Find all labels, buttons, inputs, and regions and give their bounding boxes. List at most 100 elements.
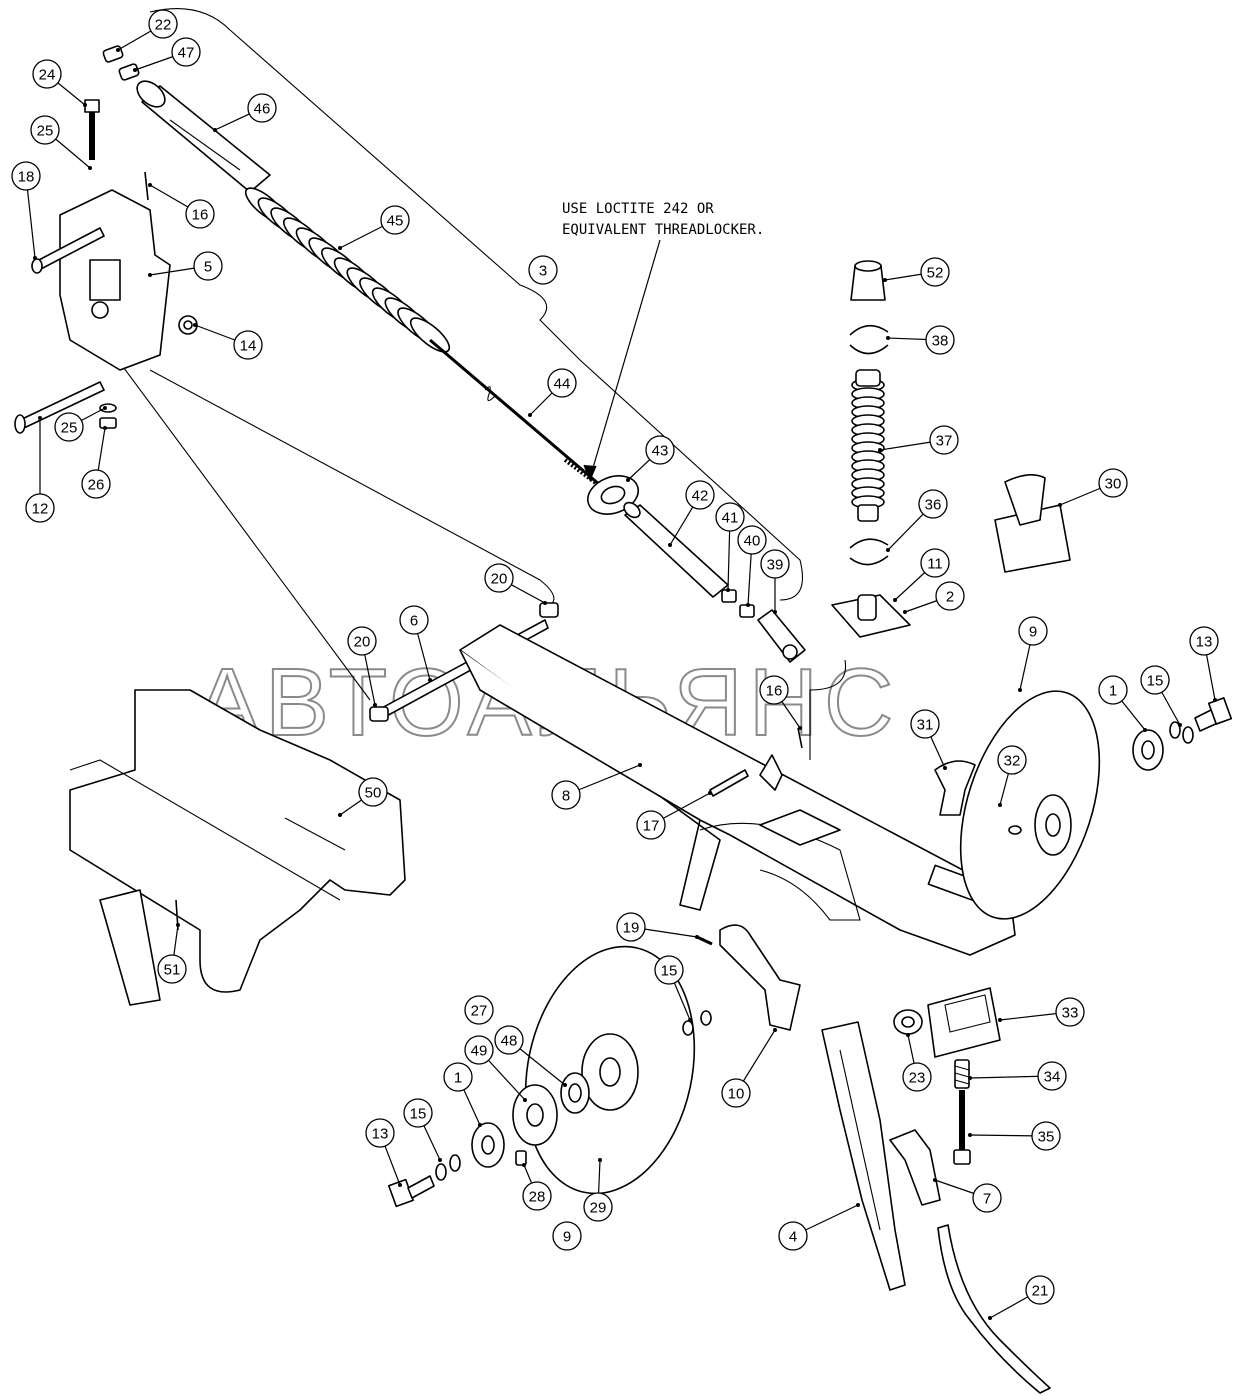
callout-bubble xyxy=(918,489,948,519)
callout-label: 15 xyxy=(410,1106,427,1123)
callout-label: 18 xyxy=(18,169,35,186)
callout-36: 36 xyxy=(886,489,948,552)
callout-bubble xyxy=(929,425,959,455)
callout-28: 28 xyxy=(522,1163,552,1211)
callout-arrowhead xyxy=(83,103,87,107)
callout-14: 14 xyxy=(193,323,263,360)
part-9-disc-left xyxy=(524,945,696,1195)
callout-arrowhead xyxy=(88,166,92,170)
part-24-bolt xyxy=(84,99,100,160)
callout-arrowhead xyxy=(773,610,777,614)
callout-label: 36 xyxy=(925,497,942,514)
callout-label: 5 xyxy=(204,259,212,276)
part-9-disc-right xyxy=(959,690,1101,920)
part-10-scraper xyxy=(719,924,801,1031)
callout-bubble xyxy=(972,1183,1002,1213)
callout-arrowhead xyxy=(968,1076,972,1080)
callout-bubble xyxy=(157,954,187,984)
part-7-bracket xyxy=(889,1129,941,1206)
callout-label: 23 xyxy=(909,1070,926,1087)
part-15-washers-right xyxy=(1169,721,1194,744)
part-18-pin xyxy=(31,227,105,274)
callout-bubble xyxy=(1031,1121,1061,1151)
callout-34: 34 xyxy=(968,1061,1067,1091)
callout-label: 30 xyxy=(1105,476,1122,493)
callout-31: 31 xyxy=(910,709,947,770)
callout-bubble xyxy=(380,205,410,235)
callout-label: 48 xyxy=(501,1033,518,1050)
callout-arrowhead xyxy=(543,601,547,605)
part-21-tine xyxy=(937,1224,1051,1394)
part-39-clevis xyxy=(757,609,806,663)
callout-label: 16 xyxy=(766,683,783,700)
part-48-bearing xyxy=(560,1072,590,1114)
callout-arrowhead xyxy=(695,935,699,939)
callout-44: 44 xyxy=(528,368,577,417)
callout-46: 46 xyxy=(213,93,277,132)
callout-17: 17 xyxy=(636,791,712,840)
callout-9: 9 xyxy=(552,1221,582,1251)
callout-arrowhead xyxy=(1178,723,1182,727)
callout-bubble xyxy=(54,412,84,442)
part-33-block xyxy=(927,987,1001,1058)
callout-label: 37 xyxy=(936,433,953,450)
callout-bubble xyxy=(760,549,790,579)
callout-label: 45 xyxy=(387,213,404,230)
callout-32: 32 xyxy=(997,745,1027,807)
callout-arrowhead xyxy=(668,543,672,547)
callout-bubble xyxy=(247,93,277,123)
part-2-plate xyxy=(831,594,911,638)
callout-bubble xyxy=(528,255,558,285)
callout-label: 42 xyxy=(692,488,709,505)
callout-label: 14 xyxy=(240,338,257,355)
callout-13: 13 xyxy=(365,1118,402,1187)
callout-47: 47 xyxy=(133,37,201,72)
part-26-nut xyxy=(99,417,117,429)
callout-arrowhead xyxy=(103,426,107,430)
callout-label: 31 xyxy=(917,717,934,734)
callout-arrowhead xyxy=(998,1018,1002,1022)
callout-bubble xyxy=(399,605,429,635)
callout-11: 11 xyxy=(893,548,950,602)
callout-label: 34 xyxy=(1044,1069,1061,1086)
callout-label: 43 xyxy=(652,443,669,460)
callout-12: 12 xyxy=(25,416,55,523)
part-34-spring xyxy=(954,1059,970,1089)
callout-label: 1 xyxy=(1109,683,1117,700)
callout-43: 43 xyxy=(626,435,675,482)
callout-21: 21 xyxy=(988,1275,1055,1320)
callout-arrowhead xyxy=(968,1133,972,1137)
callout-arrowhead xyxy=(856,1203,860,1207)
callout-arrowhead xyxy=(338,813,342,817)
callout-38: 38 xyxy=(886,325,955,355)
part-13-bolt-right xyxy=(1194,697,1233,732)
callout-20: 20 xyxy=(484,563,547,605)
callout-bubble xyxy=(171,37,201,67)
callout-arrowhead xyxy=(886,548,890,552)
part-19-pin xyxy=(696,935,713,946)
assembly-outline-link3 xyxy=(809,659,847,760)
callout-arrowhead xyxy=(528,413,532,417)
part-36-snapring xyxy=(849,538,889,566)
callout-arrowhead xyxy=(563,1083,567,1087)
callout-bubble xyxy=(910,709,940,739)
callout-arrowhead xyxy=(798,726,802,730)
callout-6: 6 xyxy=(399,605,432,682)
callout-label: 50 xyxy=(365,785,382,802)
callout-label: 19 xyxy=(623,920,640,937)
callout-label: 44 xyxy=(554,376,571,393)
callout-bubble xyxy=(902,1062,932,1092)
callout-bubble xyxy=(935,581,965,611)
callout-20: 20 xyxy=(347,626,377,707)
callout-arrowhead xyxy=(886,336,890,340)
callout-arrowhead xyxy=(148,273,152,277)
callout-5: 5 xyxy=(148,251,223,281)
part-40-nut xyxy=(739,604,755,618)
callout-arrowhead xyxy=(176,923,180,927)
callout-bubble xyxy=(645,435,675,465)
callout-arrowhead xyxy=(116,48,120,52)
callout-23: 23 xyxy=(902,1033,932,1092)
part-20-bushing-a xyxy=(539,602,559,618)
